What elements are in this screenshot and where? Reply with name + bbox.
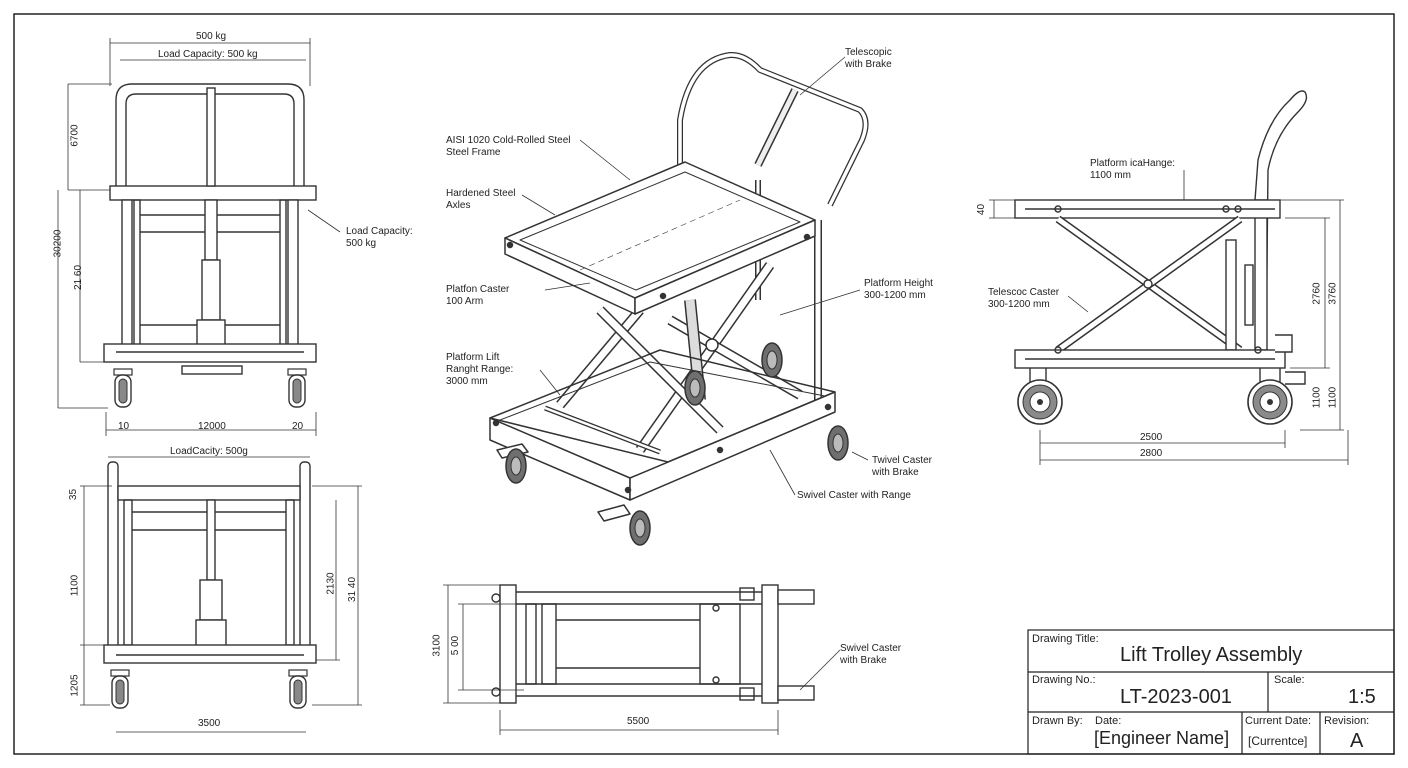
front-view-top-dims <box>57 38 341 436</box>
dim-500kg: 500 kg <box>196 31 227 42</box>
dim-3100: 3100 <box>431 634 443 657</box>
dim-1100-a: 1100 <box>1311 386 1323 409</box>
drawing-no-caption: Drawing No.: <box>1032 674 1096 686</box>
drawing-number: LT-2023-001 <box>1120 686 1232 708</box>
date-caption: Date: <box>1095 715 1122 727</box>
callout-twivel-caster: Twivel Caster with Brake <box>872 455 933 478</box>
current-date-value: [Currentce] <box>1248 734 1308 748</box>
title-block-frame <box>1027 629 1395 755</box>
dim-35: 35 <box>68 488 80 501</box>
callout-telescoc-caster: Telescoc Caster 300-1200 mm <box>988 287 1060 310</box>
plan-view <box>491 584 815 704</box>
sheet-border <box>13 13 1395 755</box>
drawing-title-caption: Drawing Title: <box>1032 633 1099 645</box>
dim-2500: 2500 <box>1140 432 1163 443</box>
isometric-leaders <box>521 56 869 496</box>
side-view-dims <box>989 170 1349 465</box>
dim-40: 40 <box>976 203 988 216</box>
side-view <box>1014 90 1308 385</box>
dim-3760: 3760 <box>1327 282 1339 305</box>
revision-caption: Revision: <box>1324 715 1370 727</box>
front-view-bottom <box>103 461 317 664</box>
callout-load-capacity: Load Capacity: 500 kg <box>346 226 413 249</box>
dim-2760: 2760 <box>1311 282 1323 305</box>
isometric-view <box>489 51 869 522</box>
dim-2160: 21 60 <box>73 264 85 291</box>
callout-frame-material: AISI 1020 Cold-Rolled Steel Steel Frame <box>446 135 571 158</box>
callout-swivel-brake: Swivel Caster with Brake <box>840 643 902 666</box>
dim-12000: 12000 <box>198 421 226 432</box>
callout-platform-range: Platform icaHange: 1100 mm <box>1090 158 1176 181</box>
current-date-caption: Current Date: <box>1245 715 1312 727</box>
scale-caption: Scale: <box>1274 674 1305 686</box>
dim-load-capacity-bottom: LoadCacity: 500g <box>170 446 248 457</box>
dim-6700: 6700 <box>69 124 81 147</box>
drawn-by-value: [Engineer Name] <box>1094 728 1230 748</box>
revision-value: A <box>1350 730 1364 752</box>
callout-platform-lift: Platform Lift Ranght Range: 3000 mm <box>446 352 514 387</box>
dim-2800: 2800 <box>1140 448 1163 459</box>
title-block: Drawing Title: Lift Trolley Assembly Dra… <box>1028 630 1394 754</box>
dim-1100: 1100 <box>69 574 81 597</box>
front-view-top <box>103 83 317 375</box>
callout-swivel-range: Swivel Caster with Range <box>797 490 911 501</box>
callout-platform-height: Platform Height 300-1200 mm <box>864 278 933 301</box>
dim-3500: 3500 <box>198 718 221 729</box>
callout-telescopic: Telescopic with Brake <box>845 47 892 70</box>
front-view-bottom-dims <box>80 456 362 733</box>
dim-20: 20 <box>292 421 304 432</box>
callout-platform-caster: Platfon Caster 100 Arm <box>446 284 510 307</box>
callout-axles: Hardened Steel Axles <box>446 188 516 211</box>
dim-10: 10 <box>118 421 130 432</box>
scale-value: 1:5 <box>1348 686 1376 708</box>
dim-load-capacity: Load Capacity: 500 kg <box>158 49 258 60</box>
dim-500: 5 00 <box>450 635 462 656</box>
dim-5500: 5500 <box>627 716 650 727</box>
dim-2130: 2130 <box>325 572 337 595</box>
dim-3140: 31 40 <box>347 576 359 603</box>
plan-view-dims <box>443 584 841 735</box>
dim-1100-b: 1100 <box>1327 386 1339 409</box>
drawn-by-caption: Drawn By: <box>1032 715 1083 727</box>
dim-1205: 1205 <box>69 674 81 697</box>
dim-30200: 30200 <box>52 229 64 258</box>
drawing-title: Lift Trolley Assembly <box>1120 644 1303 666</box>
